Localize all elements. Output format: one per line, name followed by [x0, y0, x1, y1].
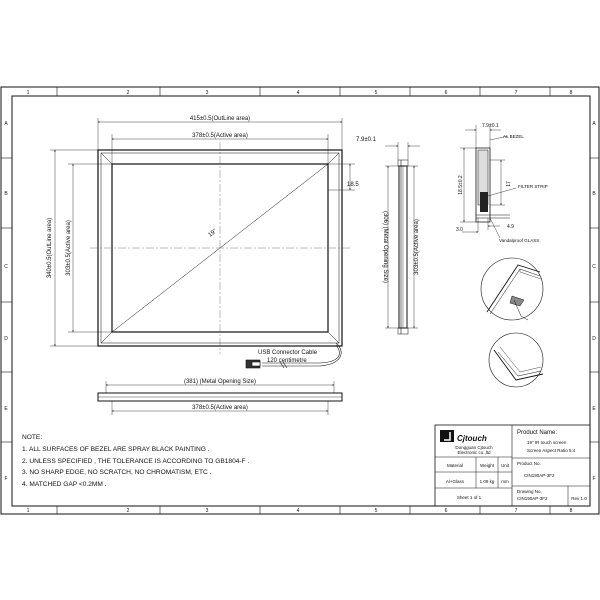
svg-text:F: F: [592, 476, 595, 482]
svg-text:B: B: [592, 191, 596, 197]
svg-text:F: F: [4, 476, 7, 482]
svg-text:6: 6: [445, 508, 448, 514]
note-line-1: 1. ALL SURFACES OF BEZEL ARE SPRAY BLACK…: [22, 445, 210, 453]
svg-text:D: D: [4, 336, 8, 342]
detail-height-label: 18.5±0.2: [458, 175, 464, 195]
svg-text:1: 1: [27, 508, 30, 514]
diagonal-label: 19": [208, 228, 219, 238]
detail-thickness-label: 7.9±0.1: [482, 123, 499, 129]
svg-text:D: D: [592, 336, 596, 342]
svg-text:C: C: [592, 264, 596, 270]
frame-row-labels: A A B B C C D D E E F F: [4, 121, 596, 482]
active-width-label: 378±0.5(Active area): [192, 133, 248, 139]
svg-text:3: 3: [206, 90, 209, 96]
filter-dimension-label: 17: [506, 181, 512, 187]
filter-strip-label: FILTER STRIP: [518, 184, 548, 189]
product-no-value: CIN190AP-3F2: [524, 473, 555, 478]
detail-dim-30-label: 3.0: [456, 227, 463, 233]
svg-text:7: 7: [515, 508, 518, 514]
side-active-height-label: 303±0.5(Active area): [414, 219, 420, 275]
product-name-line1: 19" IR touch screen: [527, 440, 567, 445]
bottom-metal-opening-label: (381) (Metal Opening Size): [184, 379, 256, 385]
frame-column-labels: 1 1 2 2 3 3 4 4 5 5 6 6 7 7 8 8: [27, 90, 573, 514]
usb-connector-cable: [245, 342, 342, 369]
svg-text:5: 5: [375, 508, 378, 514]
corner-detail-top: [480, 257, 544, 321]
note-line-4: 4. MATCHED GAP <0.2MM .: [22, 481, 107, 489]
svg-text:8: 8: [570, 508, 573, 514]
bottom-view: (381) (Metal Opening Size) 378±0.5(Activ…: [97, 379, 343, 415]
front-view: 19" 415±0.5(OutLine area) 378±0.5(Active…: [47, 116, 359, 369]
cable-label: USB Connector Cable: [258, 350, 318, 356]
svg-text:B: B: [4, 191, 8, 197]
company-line2: Electronic co.,ltd: [457, 450, 491, 455]
glass-label: Vandalproof GLASS: [499, 238, 539, 243]
header-weight: Weight: [480, 463, 495, 468]
company-line1: Dongguan Cjtouch: [455, 445, 493, 450]
header-unit: Unit: [501, 463, 510, 468]
side-metal-opening-label: (306) (Metal Opening Size): [382, 211, 388, 283]
svg-text:1: 1: [27, 90, 30, 96]
drawing-no-label: Drawing No.: [517, 489, 542, 494]
side-thickness-label: 7.9±0.1: [356, 137, 377, 143]
svg-text:5: 5: [375, 90, 378, 96]
unit-value: mm: [501, 479, 509, 484]
svg-text:3: 3: [206, 508, 209, 514]
bottom-active-width-label: 378±0.5(Active area): [192, 405, 248, 411]
product-no-label: Product No.: [517, 461, 541, 466]
svg-text:C: C: [4, 264, 8, 270]
product-name-label: Product Name:: [517, 430, 557, 436]
material-value: Al+Glass: [446, 479, 465, 484]
revision-label: Rev 1.0: [571, 496, 587, 501]
weight-value: 1.09 kg: [480, 479, 495, 484]
drawing-frame: [0, 86, 600, 515]
corner-detail-bottom: [488, 332, 544, 388]
svg-text:4: 4: [297, 508, 300, 514]
svg-text:A: A: [592, 121, 596, 127]
detail-dim-49-label: 4.9: [507, 224, 514, 230]
svg-text:6: 6: [445, 90, 448, 96]
title-block: [434, 424, 591, 507]
side-view: 7.9±0.1 (306) (Metal Opening Size) 303±0…: [356, 137, 420, 335]
svg-text:8: 8: [570, 90, 573, 96]
svg-text:E: E: [4, 406, 8, 412]
al-bezel-label: AL BEZEL: [503, 134, 524, 139]
drawing-no-value: CIN190AP-3F2: [517, 496, 548, 501]
notes-block: NOTE: 1. ALL SURFACES OF BEZEL ARE SPRAY…: [22, 432, 322, 491]
active-height-label: 303±0.5(Active area): [66, 220, 72, 276]
outline-height-label: 340±0.5(OutLine area): [47, 218, 53, 278]
outline-width-label: 415±0.5(OutLine area): [190, 116, 250, 122]
svg-text:2: 2: [127, 508, 130, 514]
product-name-line2: Screen Aspect Ratio 5:4: [527, 448, 576, 453]
sheet-label: Sheet 1 of 1: [457, 495, 482, 500]
svg-text:A: A: [4, 121, 8, 127]
notes-title: NOTE:: [22, 434, 43, 441]
note-line-3: 3. NO SHARP EDGE, NO SCRATCH, NO CHROMAT…: [22, 469, 212, 477]
header-material: Material: [447, 463, 463, 468]
svg-text:7: 7: [515, 90, 518, 96]
cable-length-label: 120 centimetre: [267, 358, 307, 364]
svg-text:4: 4: [297, 90, 300, 96]
svg-text:E: E: [592, 406, 596, 412]
svg-text:2: 2: [127, 90, 130, 96]
section-detail: 7.9±0.1 AL BEZEL 18.5±0.2 17 FILTER STRI…: [456, 123, 548, 243]
note-line-2: 2. UNLESS SPECIFIED , THE TOLERANCE IS A…: [22, 457, 250, 465]
logo-text: Cjtouch: [457, 434, 487, 443]
bezel-dimension-label: 18.5: [347, 182, 359, 188]
title-block-text: Cjtouch Dongguan Cjtouch Electronic co.,…: [446, 430, 587, 501]
